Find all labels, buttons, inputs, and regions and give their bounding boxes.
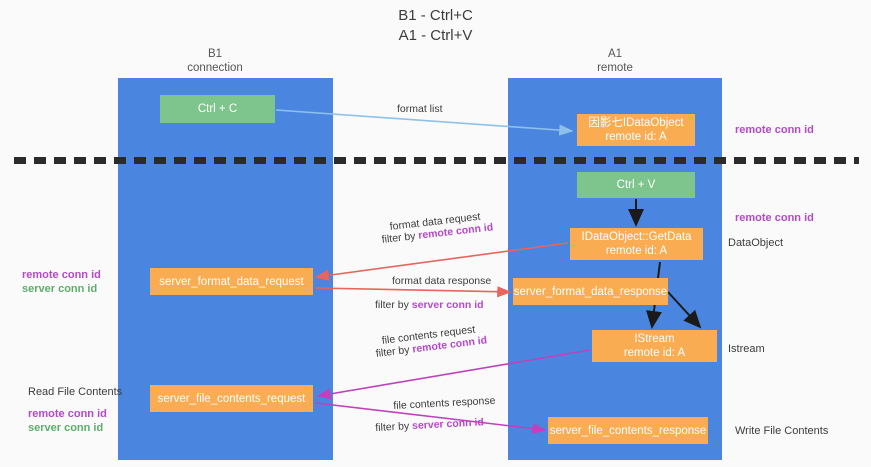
node-sfc-request-label: server_file_contents_request [157,392,306,405]
node-ctrl-c-label: Ctrl + C [197,103,238,115]
node-ctrl-v-label: Ctrl + V [616,179,656,191]
column-header-a1: A1 remote [555,47,675,75]
annotation-remote-conn-id-mid: remote conn id [735,212,814,224]
edge-label-file-contents-response: file contents response [393,394,496,412]
node-server-file-contents-request[interactable]: server_file_contents_request [150,385,313,412]
edge-label-file-contents-response-filter: filter by server conn id [375,415,484,435]
edge-label-format-list: format list [397,103,443,115]
edge-label-format-data-response: format data response [392,275,492,287]
annotation-left-conn-ids-top: remote conn id server conn id [22,268,101,296]
node-sfd-response-label: server_format_data_response [513,285,668,298]
edge-format-data-response [315,286,512,298]
node-getdata-line2: remote id: A [605,245,668,257]
filter-prefix-2: filter by [375,299,412,311]
filter-prefix-3: filter by [375,343,414,360]
node-sfd-request-label: server_format_data_request [159,275,304,288]
node-idataobject[interactable]: 因影七IDataObject remote id: A [577,114,695,146]
title-line-2: A1 - Ctrl+V [398,27,473,44]
annotation-server-conn-id-left-bottom: server conn id [28,422,104,434]
column-a1-name: A1 [607,48,623,60]
edge-label-format-data-response-filter: filter by server conn id [375,298,484,312]
node-ctrl-v[interactable]: Ctrl + V [577,172,695,198]
title-line-1: B1 - Ctrl+C [398,7,473,24]
node-server-format-data-request[interactable]: server_format_data_request [150,268,313,295]
node-istream[interactable]: IStream remote id: A [592,330,717,362]
filter-value-4: server conn id [411,416,485,433]
node-idataobject-line2: remote id: A [605,131,667,143]
annotation-write-file-contents: Write File Contents [735,425,829,437]
annotation-dataobject: DataObject [728,237,784,249]
node-idataobject-getdata[interactable]: IDataObject::GetData remote id: A [570,228,703,260]
filter-prefix-4: filter by [375,420,413,434]
column-header-b1: B1 connection [155,47,275,75]
annotation-remote-conn-id-top: remote conn id [735,124,814,136]
node-istream-line1: IStream [634,333,675,345]
column-a1-subtitle: remote [597,62,633,74]
section-divider [14,157,859,164]
node-server-format-data-response[interactable]: server_format_data_response [513,278,668,305]
node-getdata-line1: IDataObject::GetData [581,231,692,243]
node-sfc-response-label: server_file_contents_response [549,424,707,437]
column-b1-subtitle: connection [187,62,243,74]
annotation-remote-conn-id-left-bottom: remote conn id [28,408,107,420]
annotation-left-conn-ids-bottom: Read File Contents remote conn id server… [28,385,122,435]
node-idataobject-line1: 因影七IDataObject [588,117,684,129]
page-title: B1 - Ctrl+C A1 - Ctrl+V [0,6,871,46]
filter-prefix-1: filter by [381,229,420,246]
annotation-read-file-contents: Read File Contents [28,386,123,398]
annotation-istream: Istream [728,343,765,355]
node-istream-line2: remote id: A [623,347,686,359]
node-ctrl-c[interactable]: Ctrl + C [160,95,275,123]
annotation-remote-conn-id-left-top: remote conn id [22,269,101,281]
annotation-server-conn-id-left-top: server conn id [22,283,98,295]
node-server-file-contents-response[interactable]: server_file_contents_response [548,417,708,444]
filter-value-2: server conn id [411,299,484,311]
column-b1-name: B1 [207,48,223,60]
